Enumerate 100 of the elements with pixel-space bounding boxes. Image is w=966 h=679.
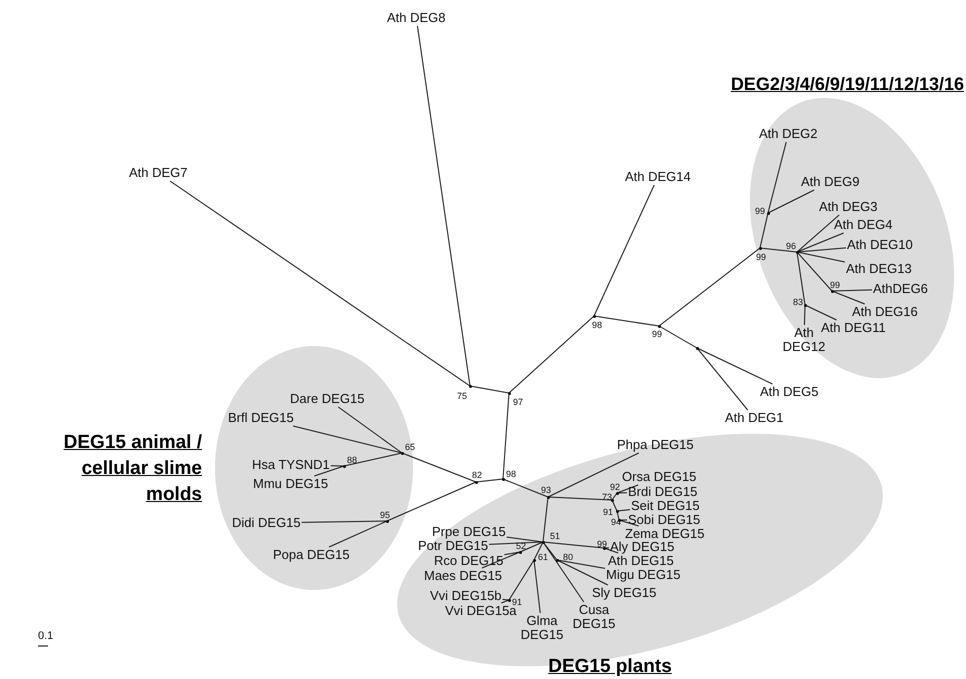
taxon-label: Ath DEG11 — [821, 321, 886, 335]
branch-line — [604, 548, 619, 554]
bootstrap-value: 98 — [506, 469, 516, 479]
branch-line — [542, 542, 604, 548]
branch-line — [796, 252, 832, 292]
bootstrap-value: 91 — [603, 507, 614, 517]
bootstrap-value: 92 — [610, 482, 620, 492]
taxon-label: Brdi DEG15 — [628, 485, 698, 499]
branch-line — [470, 386, 510, 394]
branch-line — [832, 289, 872, 292]
taxon-label: Hsa TYSND1 — [252, 458, 330, 472]
branch-line — [534, 560, 541, 614]
branch-line — [832, 290, 866, 304]
branch-line — [502, 598, 510, 600]
branch-line — [796, 232, 844, 252]
branch-line — [386, 482, 476, 522]
bootstrap-value: 99 — [755, 206, 766, 216]
branch-line — [616, 510, 620, 520]
clade-heading: DEG15 plants — [547, 656, 673, 677]
taxon-label: Sobi DEG15 — [628, 513, 700, 527]
branch-line — [804, 304, 838, 320]
bootstrap-value: 95 — [380, 510, 390, 520]
branch-line — [500, 600, 510, 604]
bootstrap-value: 99 — [652, 329, 662, 339]
bootstrap-value: 97 — [513, 397, 524, 407]
bootstrap-value: 96 — [786, 241, 796, 251]
taxon-label: Ath DEG7 — [129, 166, 188, 180]
taxon-label: Dare DEG15 — [290, 392, 364, 406]
taxon-label: Prpe DEG15 — [432, 525, 506, 539]
branch-line — [506, 536, 544, 542]
branch-line — [616, 509, 630, 512]
taxon-label: Mmu DEG15 — [253, 477, 328, 491]
branch-line — [612, 500, 618, 512]
taxon-label: Zema DEG15 — [625, 527, 704, 541]
taxon-label: Ath DEG15 — [608, 554, 674, 568]
taxon-label: AthDEG6 — [873, 282, 928, 296]
branch-line — [612, 492, 618, 500]
bootstrap-value: 93 — [541, 485, 552, 495]
bootstrap-value: 80 — [563, 552, 574, 562]
scale-label: 0.1 — [38, 629, 54, 643]
branch-line — [796, 252, 846, 262]
branch-line — [760, 248, 798, 252]
branch-line — [482, 552, 520, 568]
taxon-label: Brfl DEG15 — [228, 411, 294, 425]
branch-line — [416, 26, 470, 386]
bootstrap-value: 98 — [592, 320, 602, 330]
taxon-label: Maes DEG15 — [424, 569, 502, 583]
bootstrap-value: 75 — [457, 391, 468, 401]
branch-line — [556, 560, 606, 569]
branch-line — [520, 542, 544, 552]
taxon-label: Ath DEG4 — [834, 218, 893, 232]
branch-line — [301, 520, 388, 523]
branch-line — [658, 326, 698, 348]
taxon-label: Vvi DEG15a — [445, 604, 517, 618]
bootstrap-value: 83 — [793, 297, 804, 307]
taxon-label: Ath DEG1 — [725, 411, 784, 425]
branch-line — [768, 190, 815, 214]
branch-line — [616, 484, 639, 494]
branch-line — [760, 212, 768, 248]
branch-line — [696, 348, 748, 410]
taxon-label: Ath DEG8 — [387, 11, 446, 25]
bootstrap-value: 99 — [830, 280, 840, 290]
clade-heading: DEG2/3/4/6/9/19/11/12/13/16 — [730, 73, 964, 95]
branch-line — [594, 184, 655, 316]
branch-line — [696, 348, 773, 384]
branch-line — [169, 180, 470, 386]
branch-line — [488, 542, 544, 545]
bootstrap-value: 61 — [538, 552, 548, 562]
taxon-label: Ath DEG3 — [819, 200, 878, 214]
branch-line — [292, 426, 402, 454]
branch-line — [344, 452, 402, 466]
bootstrap-value: 82 — [472, 470, 482, 480]
branch-line — [594, 316, 660, 326]
branch-line — [504, 552, 520, 556]
branch-line — [548, 452, 640, 498]
taxon-label: Migu DEG15 — [606, 568, 680, 582]
branch-line — [402, 452, 476, 482]
bootstrap-value: 99 — [597, 539, 608, 549]
branch-line — [542, 496, 548, 542]
taxon-label: Popa DEG15 — [273, 548, 350, 562]
taxon-label: Ath DEG14 — [625, 170, 691, 184]
taxon-label: Rco DEG15 — [434, 554, 504, 568]
branch-line — [534, 542, 544, 560]
branch-line — [796, 252, 806, 306]
bootstrap-value: 73 — [602, 492, 612, 502]
branch-line — [548, 496, 612, 500]
taxon-label: Ath DEG10 — [847, 238, 913, 252]
taxon-label: Vvi DEG15b — [430, 589, 502, 603]
taxon-label: Ath DEG2 — [759, 127, 818, 141]
branch-line — [502, 392, 510, 480]
taxon-label: Ath DEG16 — [852, 305, 918, 319]
bootstrap-value: 52 — [516, 541, 526, 551]
taxon-label: Ath DEG5 — [760, 385, 819, 399]
bootstrap-value: 88 — [347, 455, 358, 465]
bootstrap-value: 91 — [512, 597, 522, 607]
branch-line — [502, 478, 548, 498]
branch-line — [542, 542, 558, 560]
taxon-label: Ath DEG9 — [801, 175, 860, 189]
branch-line — [508, 560, 534, 600]
taxon-label: Orsa DEG15 — [622, 470, 696, 484]
